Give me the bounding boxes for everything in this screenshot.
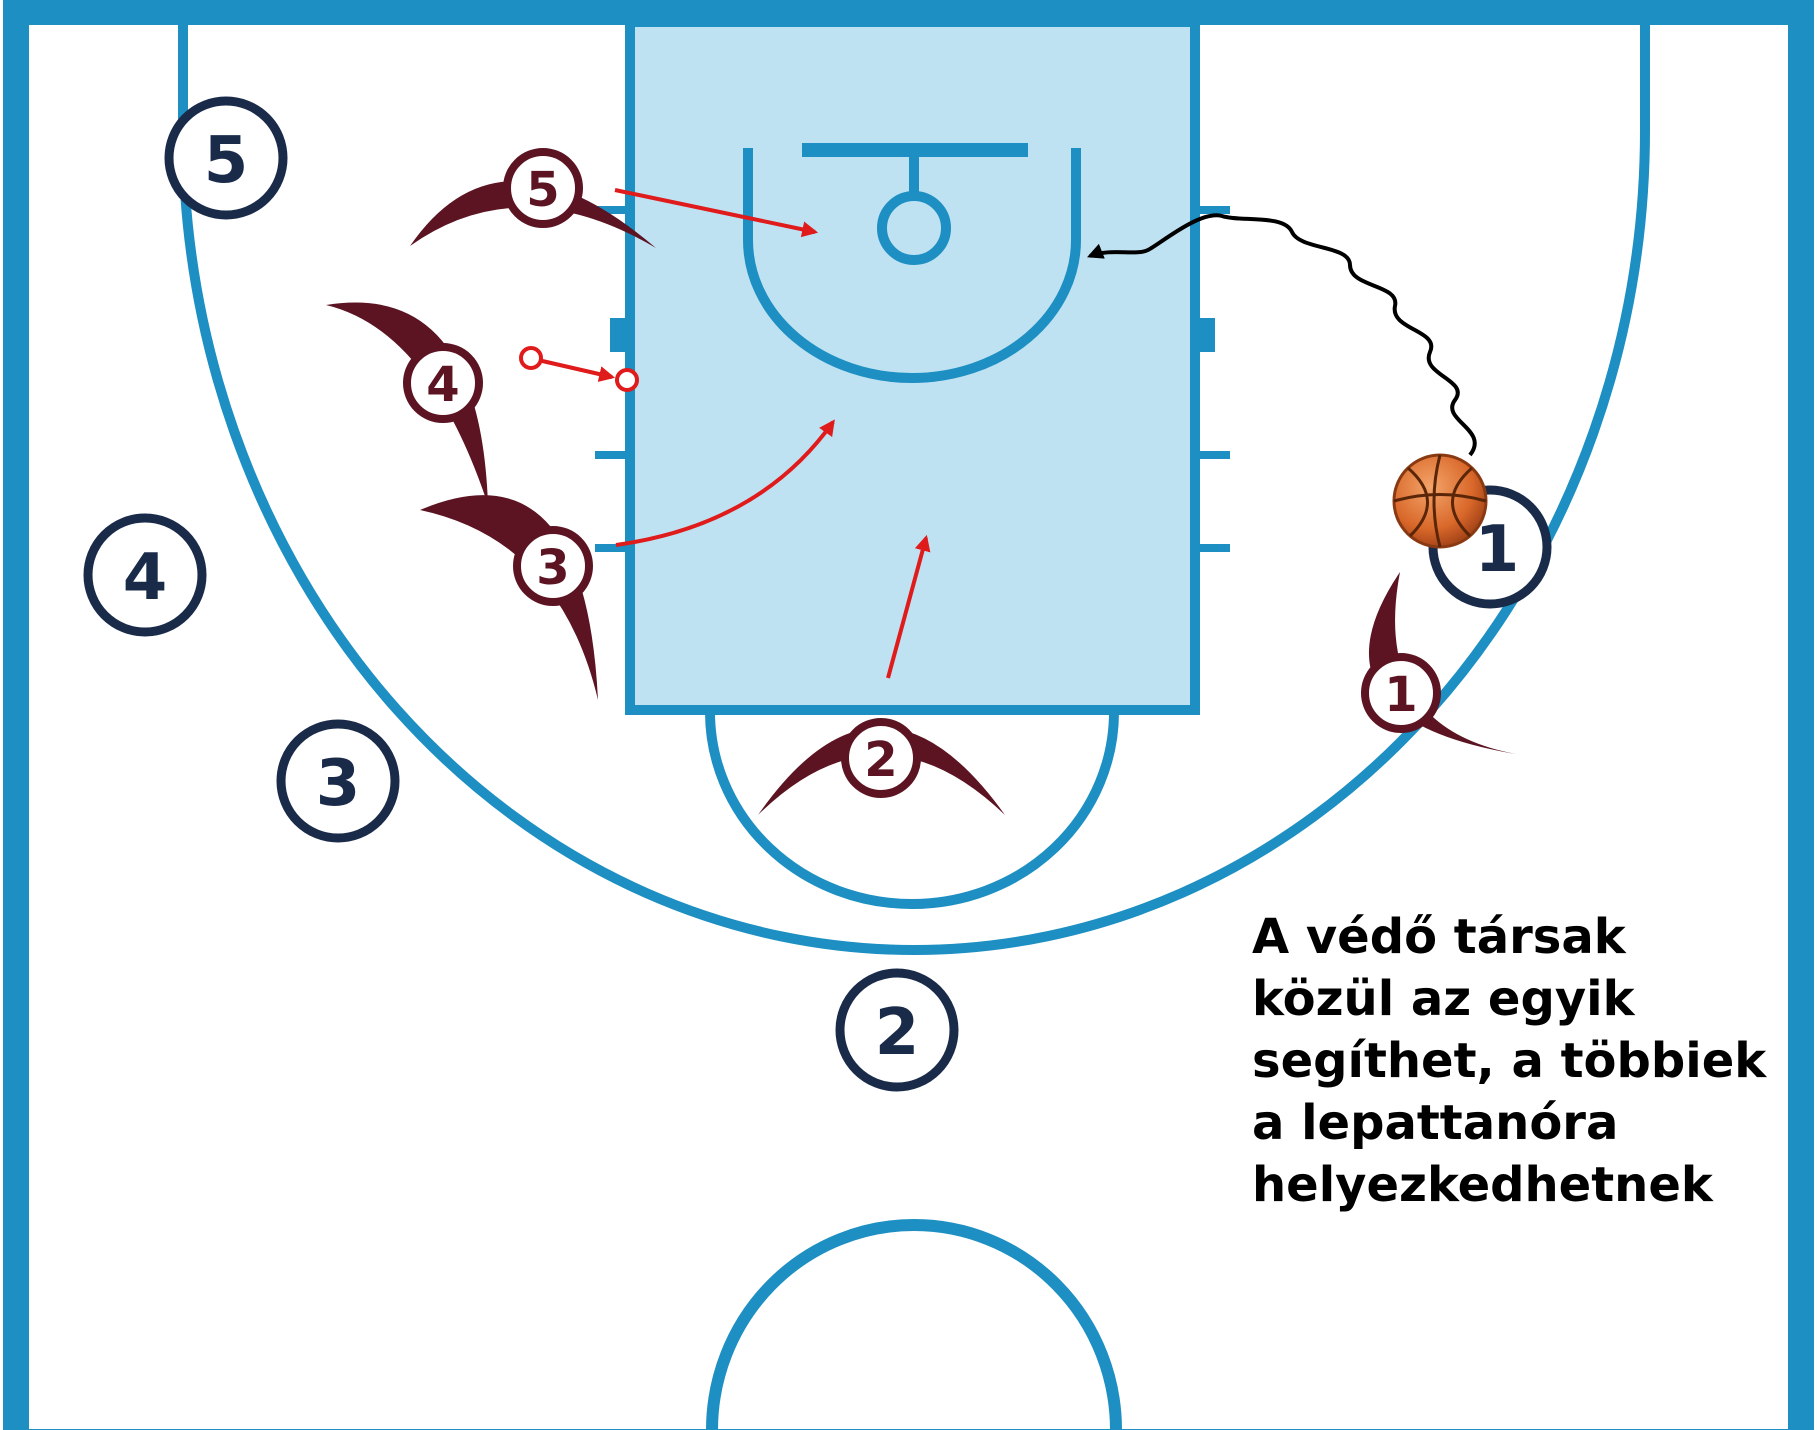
offense-p2-label: 2 xyxy=(875,996,920,1070)
dribble-path xyxy=(1087,213,1477,457)
d2-arc xyxy=(758,727,1005,815)
basketball-icon xyxy=(1392,453,1488,549)
offense-p5: 5 xyxy=(164,96,288,220)
defender-d4: 4 xyxy=(403,343,483,423)
three-point-line xyxy=(178,22,1650,955)
arrow-d2-to-lane xyxy=(886,534,931,679)
center-circle xyxy=(706,1219,1122,1430)
d5-arc xyxy=(410,180,656,248)
d4-step-end-dot xyxy=(615,368,639,392)
restricted-area xyxy=(743,148,1081,383)
defender-d5: 5 xyxy=(503,148,583,228)
defender-d2-label: 2 xyxy=(864,732,897,788)
movement-arrows xyxy=(537,188,931,679)
defender-d5-label: 5 xyxy=(526,162,559,218)
arrow-d3-to-lane xyxy=(615,419,835,547)
rim xyxy=(877,191,951,265)
offense-p2: 2 xyxy=(835,968,959,1092)
defender-d1-label: 1 xyxy=(1384,667,1417,723)
d4-step-start-dot xyxy=(519,346,543,370)
defender-d2: 2 xyxy=(841,718,921,798)
arrow-d5-to-basket xyxy=(614,188,819,238)
offense-p1-label: 1 xyxy=(1475,513,1520,587)
defender-d4-label: 4 xyxy=(426,357,459,413)
free-throw-circle xyxy=(705,711,1119,909)
diagram-caption: A védő társak közül az egyik segíthet, a… xyxy=(1252,906,1792,1216)
caption-line-1: A védő társak xyxy=(1252,909,1626,965)
offense-p4-label: 4 xyxy=(123,541,168,615)
offense-p4: 4 xyxy=(83,513,207,637)
caption-line-4: a lepattanóra xyxy=(1252,1095,1619,1151)
offense-p3-label: 3 xyxy=(316,747,361,821)
paint-area xyxy=(625,17,1200,715)
offense-p3: 3 xyxy=(276,719,400,843)
defender-d3: 3 xyxy=(513,526,593,606)
caption-line-5: helyezkedhetnek xyxy=(1252,1157,1713,1213)
caption-line-2: közül az egyik xyxy=(1252,971,1635,1027)
lane-marks xyxy=(595,206,1230,552)
defender-d3-label: 3 xyxy=(536,540,569,596)
defender-d1: 1 xyxy=(1361,653,1441,733)
caption-line-3: segíthet, a többiek xyxy=(1252,1033,1767,1089)
arrow-d4-step xyxy=(537,358,616,382)
offense-p5-label: 5 xyxy=(204,124,249,198)
